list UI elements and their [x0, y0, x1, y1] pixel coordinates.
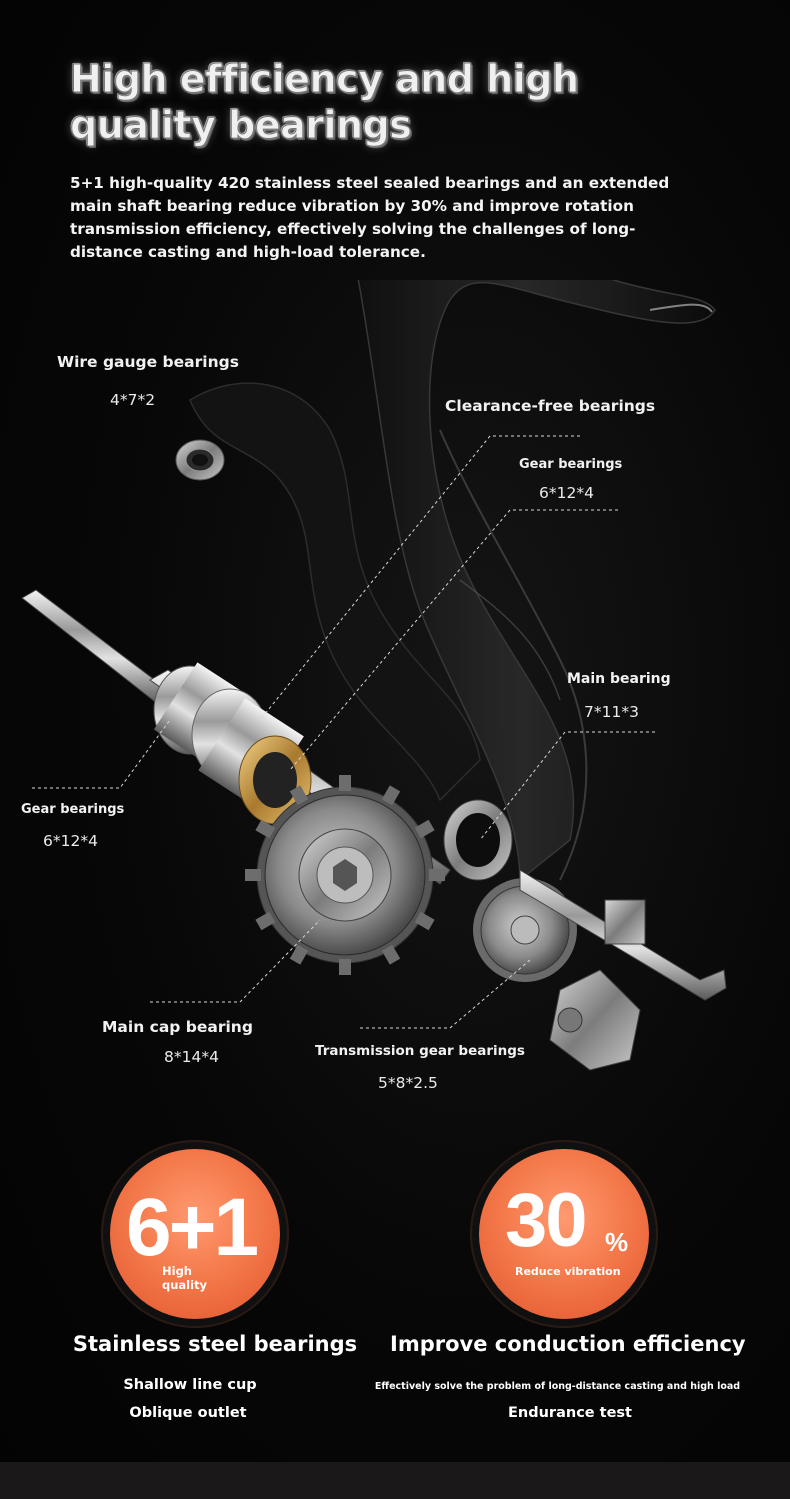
- reel-exploded-illustration: [21, 280, 727, 1071]
- wire-gauge-bearing: [175, 439, 225, 481]
- intro-paragraph: 5+1 high-quality 420 stainless steel sea…: [70, 174, 670, 261]
- transmission-label: Transmission gear bearings: [315, 1043, 525, 1059]
- wire-gauge-label: Wire gauge bearings: [57, 353, 239, 371]
- main-gear: [245, 775, 445, 975]
- badge-left-note: High quality: [162, 1264, 207, 1292]
- badge-left-note-line-2: quality: [162, 1278, 208, 1292]
- pinion-assembly: [153, 662, 312, 825]
- wire-gauge-size: 4*7*2: [110, 391, 156, 409]
- reel-body: [189, 280, 716, 882]
- feature-right-line-1: Effectively solve the problem of long-di…: [374, 1381, 741, 1392]
- feature-left-line-1: Shallow line cup: [123, 1377, 257, 1393]
- main-cap-label: Main cap bearing: [102, 1018, 253, 1036]
- transmission-gear: [473, 878, 577, 982]
- headline-line-1: High efficiency and high: [70, 57, 580, 102]
- callout-lines: [32, 435, 655, 1029]
- footer-band: [0, 1462, 790, 1499]
- badge-right-value: 30: [505, 1178, 588, 1263]
- gear-bearings-right-size: 6*12*4: [539, 484, 594, 502]
- badge-left-value: 6+1: [126, 1182, 259, 1273]
- gear-bearings-left-size: 6*12*4: [43, 832, 98, 850]
- feature-right-line-2: Endurance test: [508, 1405, 632, 1421]
- oscillation-bracket: [519, 869, 727, 1071]
- badge-left: 6+1 High quality: [110, 1149, 280, 1319]
- badge-left-note-line-1: High: [162, 1264, 192, 1278]
- gear-bearings-left-label: Gear bearings: [21, 802, 125, 817]
- transmission-size: 5*8*2.5: [378, 1074, 438, 1092]
- headline: High efficiency and high quality bearing…: [70, 56, 590, 148]
- feature-left-line-2: Oblique outlet: [129, 1405, 247, 1421]
- main-bearing-ring: [443, 799, 513, 881]
- badge-right-ring: [470, 1140, 658, 1328]
- feature-left-title: Stainless steel bearings: [72, 1332, 358, 1356]
- headline-line-2: quality bearings: [70, 103, 413, 148]
- badge-right-unit: %: [605, 1227, 629, 1257]
- clearance-free-label: Clearance-free bearings: [445, 397, 656, 415]
- badge-right: 30 % Reduce vibration: [479, 1149, 649, 1319]
- gear-bearings-right-label: Gear bearings: [519, 457, 623, 472]
- main-bearing-label: Main bearing: [567, 671, 671, 687]
- feature-right-title: Improve conduction efficiency: [390, 1332, 746, 1356]
- badge-right-note: Reduce vibration: [515, 1265, 621, 1278]
- main-bearing-size: 7*11*3: [584, 703, 639, 721]
- main-cap-size: 8*14*4: [164, 1048, 219, 1066]
- badge-left-ring: [101, 1140, 289, 1328]
